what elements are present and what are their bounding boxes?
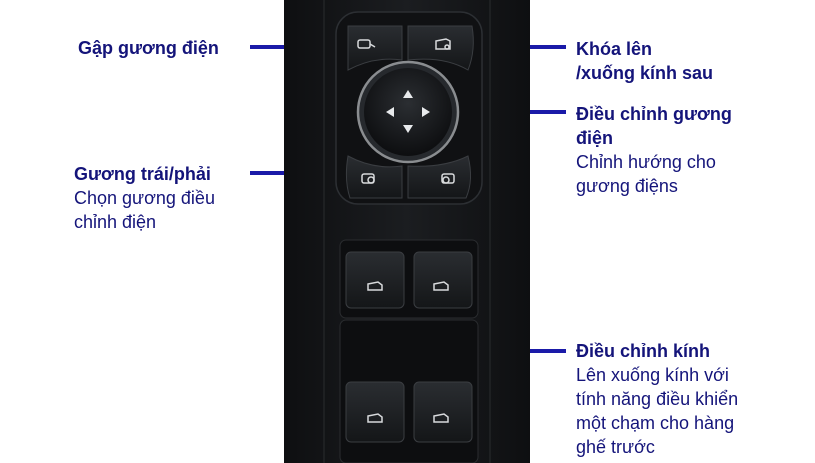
- left-mirror-button[interactable]: [345, 155, 403, 199]
- window-switch-icon: [433, 413, 449, 423]
- window-lock-icon: [435, 38, 451, 50]
- fold-mirror-label: Gập gương điện: [78, 36, 219, 60]
- mirror-fold-button[interactable]: [347, 25, 403, 71]
- mirror-fold-icon: [357, 39, 376, 49]
- window-lock-label: Khóa lên /xuống kính sau: [576, 37, 713, 85]
- mirror-select-title: Gương trái/phải: [74, 164, 211, 184]
- mirror-adjust-desc-2: gương điệns: [576, 176, 678, 196]
- window-switch-front-left[interactable]: [345, 251, 405, 309]
- mirror-adjust-title-2: điện: [576, 128, 614, 148]
- window-adjust-label: Điều chỉnh kính Lên xuống kính với tính …: [576, 339, 738, 459]
- window-lock-button[interactable]: [407, 25, 474, 71]
- right-mirror-icon: [441, 173, 455, 184]
- mirror-adjust-title-1: Điều chỉnh gương: [576, 104, 732, 124]
- left-mirror-icon: [361, 173, 375, 184]
- right-mirror-button[interactable]: [407, 155, 472, 199]
- fold-mirror-title: Gập gương điện: [78, 38, 219, 58]
- window-adjust-desc-2: tính năng điều khiển: [576, 389, 739, 409]
- mirror-select-desc-1: Chọn gương điều: [74, 188, 215, 208]
- window-adjust-desc-3: một chạm cho hàng: [576, 413, 735, 433]
- mirror-adjust-label: Điều chỉnh gương điện Chỉnh hướng cho gư…: [576, 102, 732, 198]
- window-lock-title-2: /xuống kính sau: [576, 63, 714, 83]
- window-adjust-desc-4: ghế trước: [576, 437, 655, 457]
- window-switch-rear-left[interactable]: [345, 381, 405, 443]
- window-switch-icon: [367, 281, 383, 291]
- mirror-select-label: Gương trái/phải Chọn gương điều chỉnh đi…: [74, 162, 215, 234]
- window-switch-rear-right[interactable]: [413, 381, 473, 443]
- mirror-direction-dial[interactable]: [356, 60, 460, 164]
- window-switch-icon: [367, 413, 383, 423]
- window-adjust-desc-1: Lên xuống kính với: [576, 365, 729, 385]
- window-switch-front-right[interactable]: [413, 251, 473, 309]
- mirror-select-desc-2: chỉnh điện: [74, 212, 157, 232]
- window-lock-title-1: Khóa lên: [576, 39, 653, 59]
- door-control-panel: [284, 0, 530, 463]
- direction-pad-icon: [386, 90, 430, 133]
- mirror-adjust-desc-1: Chỉnh hướng cho: [576, 152, 716, 172]
- window-adjust-title: Điều chỉnh kính: [576, 341, 711, 361]
- window-switch-icon: [433, 281, 449, 291]
